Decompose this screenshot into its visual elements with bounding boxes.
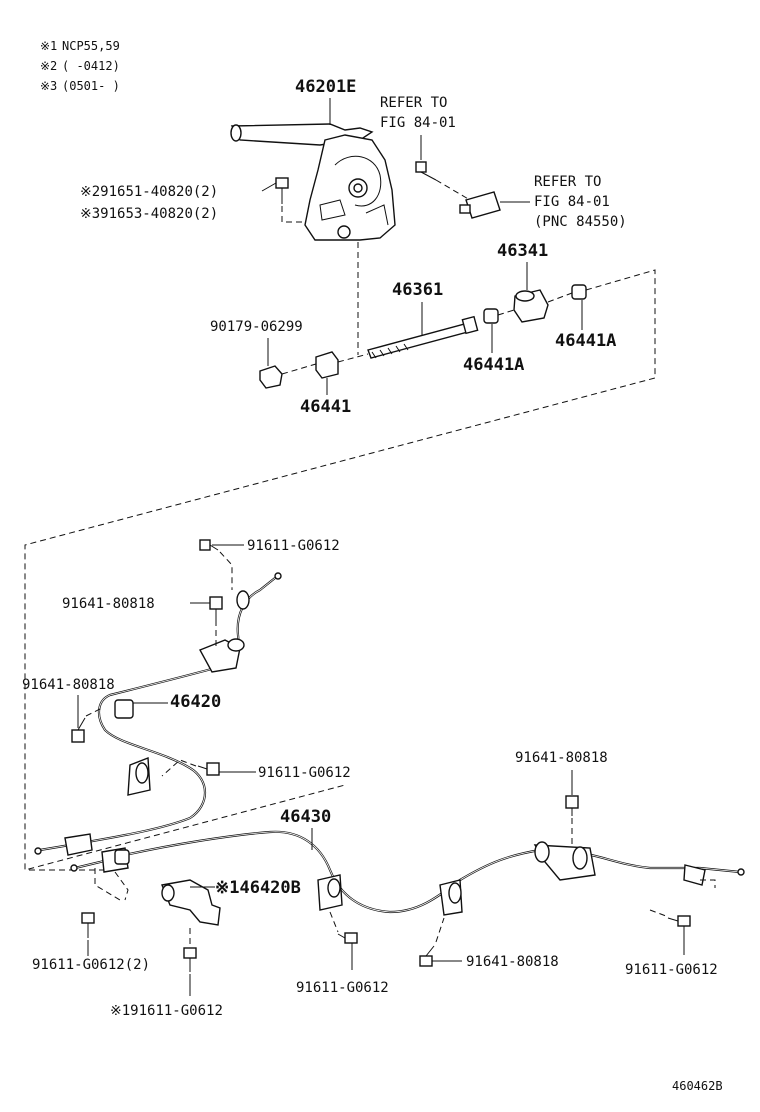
note-3-mark: ※3 xyxy=(40,79,57,93)
bolt-icon xyxy=(667,915,691,927)
bolt-icon xyxy=(199,539,219,551)
label-91611-G0612-2: 91611-G0612(2) xyxy=(32,957,150,973)
label-90179-06299: 90179-06299 xyxy=(210,319,303,335)
bolt-icon xyxy=(337,932,358,944)
bolt-icon xyxy=(71,717,86,743)
label-46441: 46441 xyxy=(300,397,351,417)
bolt-icon xyxy=(415,161,437,181)
note-3-text: (0501- ) xyxy=(62,79,120,93)
label-46361: 46361 xyxy=(392,280,443,300)
nut-46441 xyxy=(315,351,339,379)
label-91641-80818-a: 91641-80818 xyxy=(62,596,155,612)
label-91641-80818-right: 91641-80818 xyxy=(515,750,608,766)
parking-brake-lever xyxy=(230,123,396,241)
refer-note-2-line2: FIG 84-01 xyxy=(534,194,610,210)
bolt-icon xyxy=(197,762,220,776)
label-91611-G0612-right: 91611-G0612 xyxy=(625,962,718,978)
bolt-icon xyxy=(419,945,435,967)
bolt-icon xyxy=(275,177,289,204)
cable-46420 xyxy=(34,572,282,856)
bolt-icon xyxy=(565,795,579,816)
label-46420B: ※146420B xyxy=(215,878,301,898)
label-91611-G0612-c: 91611-G0612 xyxy=(296,980,389,996)
label-46441A-mid: 46441A xyxy=(463,355,524,375)
label-91611-G0612-top: 91611-G0612 xyxy=(247,538,340,554)
note-1-text: NCP55,59 xyxy=(62,39,120,53)
equalizer-46341 xyxy=(513,289,549,323)
diagram-id: 460462B xyxy=(672,1079,723,1093)
bolt-icon xyxy=(81,912,95,938)
label-91641-80818-bottom: 91641-80818 xyxy=(466,954,559,970)
label-46341: 46341 xyxy=(497,241,548,261)
nut-46441A-right xyxy=(571,284,587,300)
label-91611-G0612-star: ※191611-G0612 xyxy=(110,1003,223,1019)
label-46430: 46430 xyxy=(280,807,331,827)
label-46201E: 46201E xyxy=(295,77,356,97)
label-46420: 46420 xyxy=(170,692,221,712)
refer-note-1-line1: REFER TO xyxy=(380,95,447,111)
label-bolt-91651: ※291651-40820(2) xyxy=(80,184,218,200)
adjusting-rod xyxy=(367,315,479,359)
label-bolt-91653: ※391653-40820(2) xyxy=(80,206,218,222)
bolt-icon xyxy=(183,947,197,972)
label-91611-G0612-mid: 91611-G0612 xyxy=(258,765,351,781)
label-91641-80818-b: 91641-80818 xyxy=(22,677,115,693)
refer-note-1-line2: FIG 84-01 xyxy=(380,115,456,131)
note-2-text: ( -0412) xyxy=(62,59,120,73)
cable-46430 xyxy=(70,830,745,916)
bracket-46420B xyxy=(161,879,221,926)
note-2-mark: ※2 xyxy=(40,59,57,73)
bolt-icon xyxy=(209,596,223,620)
refer-note-2-line3: (PNC 84550) xyxy=(534,214,627,230)
switch-connector-icon xyxy=(459,191,501,219)
footnotes: ※1 NCP55,59 ※2 ( -0412) ※3 (0501- ) xyxy=(40,39,120,93)
nut-46441A-mid xyxy=(483,308,499,324)
refer-note-2-line1: REFER TO xyxy=(534,174,601,190)
label-46441A-right: 46441A xyxy=(555,331,616,351)
nut-90179 xyxy=(259,365,283,389)
note-1-mark: ※1 xyxy=(40,39,57,53)
